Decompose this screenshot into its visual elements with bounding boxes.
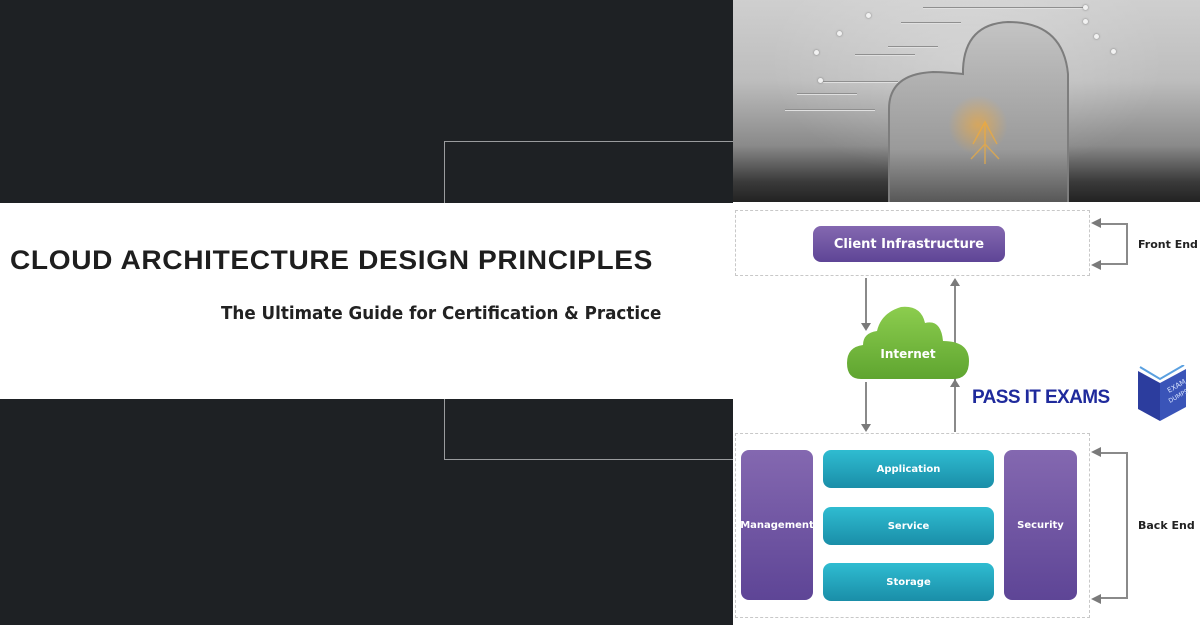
security-node: Security [1004, 450, 1077, 600]
architecture-diagram: Client Infrastructure Front End Internet… [733, 202, 1200, 625]
front-end-bracket [1100, 223, 1128, 265]
hero-image [733, 0, 1200, 202]
internet-cloud-icon [847, 306, 969, 379]
title-band [0, 203, 733, 399]
page-subtitle: The Ultimate Guide for Certification & P… [221, 303, 662, 324]
page-title: CLOUD ARCHITECTURE DESIGN PRINCIPLES [10, 245, 653, 275]
management-node: Management [740, 450, 814, 600]
storage-layer: Storage [823, 563, 994, 601]
brand-logo-text: PASS IT EXAMS [972, 387, 1110, 408]
back-end-box [735, 433, 1090, 618]
arrow-down-icon [861, 323, 871, 331]
back-end-label: Back End [1138, 519, 1195, 532]
glow-effect [948, 95, 1008, 155]
internet-node: Internet [880, 347, 936, 361]
front-end-label: Front End [1138, 238, 1198, 251]
back-end-bracket [1100, 452, 1128, 599]
service-layer: Service [823, 507, 994, 545]
arrow-up-icon [950, 278, 960, 286]
book-logo-icon: EXAM DUMPS [1138, 365, 1188, 421]
client-infrastructure-node: Client Infrastructure [813, 226, 1005, 262]
front-end-box [735, 210, 1090, 276]
application-layer: Application [823, 450, 994, 488]
